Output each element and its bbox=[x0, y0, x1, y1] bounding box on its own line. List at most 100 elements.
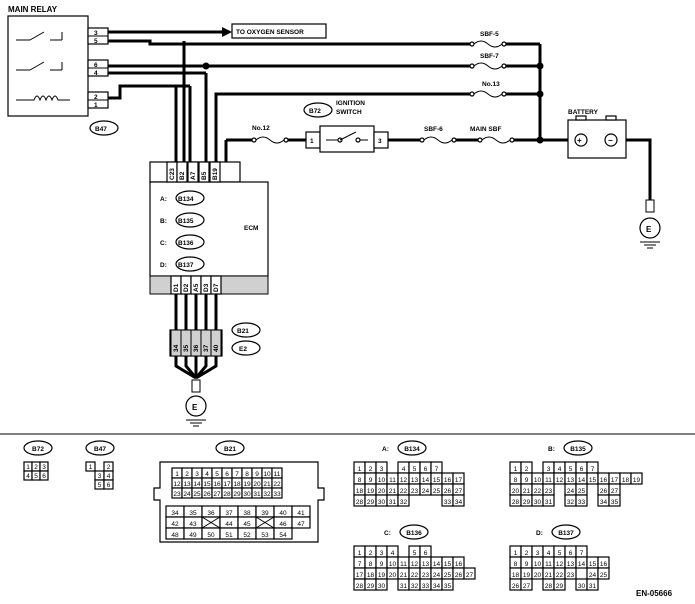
pin-number: 33 bbox=[273, 491, 281, 498]
ecm-bottom-pin-label: D3 bbox=[203, 283, 210, 292]
pin-number: 6 bbox=[569, 550, 573, 557]
pin-number: 13 bbox=[422, 561, 430, 568]
relay-connector-id: B47 bbox=[95, 126, 107, 133]
pin-number: 31 bbox=[400, 583, 408, 590]
ecm-connector-tag bbox=[175, 190, 205, 206]
pin-number: 28 bbox=[356, 499, 364, 506]
ecm-connector-tag bbox=[175, 212, 205, 228]
pin-number: 8 bbox=[514, 477, 518, 484]
pin-cell bbox=[463, 567, 476, 580]
pin-number: 21 bbox=[523, 488, 531, 495]
pin-number: 41 bbox=[297, 510, 305, 517]
pin-number: 13 bbox=[411, 477, 419, 484]
pin-number: 34 bbox=[433, 583, 441, 590]
pin-number: 10 bbox=[263, 471, 271, 478]
pin-number: 19 bbox=[633, 477, 641, 484]
ignition-pin-3: 3 bbox=[378, 138, 382, 145]
pin-number: 8 bbox=[358, 477, 362, 484]
pin-number: 3 bbox=[195, 471, 199, 478]
pin-number: 29 bbox=[367, 583, 375, 590]
pin-cell bbox=[630, 472, 643, 485]
legend-tag bbox=[551, 524, 581, 540]
legend-id: B47 bbox=[94, 446, 106, 453]
pin-number: 4 bbox=[402, 466, 406, 473]
pin-number: 13 bbox=[567, 561, 575, 568]
relay-pin-6: 6 bbox=[94, 62, 98, 69]
ground-pin-label: 34 bbox=[173, 344, 180, 352]
pin-number: 9 bbox=[525, 477, 529, 484]
legend-prefix: D: bbox=[536, 530, 543, 537]
pin-number: 35 bbox=[189, 510, 197, 517]
pin-number: 44 bbox=[225, 521, 233, 528]
pin-number: 12 bbox=[556, 561, 564, 568]
pin-number: 14 bbox=[193, 481, 201, 488]
legend-tag bbox=[23, 440, 53, 456]
pin-number: 9 bbox=[369, 477, 373, 484]
pin-number: 31 bbox=[389, 499, 397, 506]
ecm-label: ECM bbox=[244, 225, 258, 232]
pin-number: 4 bbox=[547, 550, 551, 557]
pin-number: 6 bbox=[424, 466, 428, 473]
pin-number: 26 bbox=[512, 583, 520, 590]
fuse-sbf6: SBF-6 bbox=[419, 126, 457, 144]
ecm-connector-prefix: A: bbox=[160, 196, 167, 203]
pin-number: 10 bbox=[378, 477, 386, 484]
pin-number: 6 bbox=[580, 466, 584, 473]
pin-number: 2 bbox=[525, 466, 529, 473]
main-relay: 3 5 6 4 2 1 bbox=[7, 15, 109, 117]
pin-cell bbox=[608, 494, 621, 507]
pin-number: 21 bbox=[389, 488, 397, 495]
pin-number: 15 bbox=[433, 477, 441, 484]
pin-number: 11 bbox=[545, 477, 552, 484]
legend-id: B136 bbox=[406, 530, 422, 537]
pin-number: 5 bbox=[34, 473, 38, 480]
pin-number: 1 bbox=[175, 471, 179, 478]
pin-cell bbox=[397, 494, 410, 507]
legend-tag bbox=[563, 440, 593, 456]
pin-number: 48 bbox=[171, 532, 179, 539]
pin-number: 20 bbox=[253, 481, 261, 488]
ecm-bottom-pin-label: D2 bbox=[183, 283, 190, 292]
pin-number: 43 bbox=[189, 521, 197, 528]
pin-number: 4 bbox=[391, 550, 395, 557]
pin-number: 4 bbox=[558, 466, 562, 473]
pin-number: 7 bbox=[591, 466, 595, 473]
pin-number: 3 bbox=[380, 466, 384, 473]
pin-cell bbox=[103, 479, 114, 490]
pin-number: 11 bbox=[400, 561, 407, 568]
legend-id: B72 bbox=[32, 446, 44, 453]
pin-number: 49 bbox=[189, 532, 197, 539]
relay-pin-5: 5 bbox=[94, 38, 98, 45]
pin-number: 24 bbox=[422, 488, 430, 495]
ground-pin-label: 35 bbox=[183, 344, 190, 352]
pin-number: 25 bbox=[444, 572, 452, 579]
ignition-pin-1: 1 bbox=[310, 138, 314, 145]
ecm-top-pin-label: A7 bbox=[190, 171, 197, 180]
relay-pin-1: 1 bbox=[94, 102, 98, 109]
pin-number: 40 bbox=[279, 510, 287, 517]
fuse-no13: No.13 bbox=[469, 81, 507, 98]
pin-number: 18 bbox=[367, 572, 375, 579]
pin-number: 46 bbox=[279, 521, 287, 528]
pin-number: 12 bbox=[173, 481, 181, 488]
pin-number: 18 bbox=[233, 481, 241, 488]
pin-number: 21 bbox=[263, 481, 271, 488]
pin-number: 5 bbox=[413, 466, 417, 473]
ecm-connector-prefix: D: bbox=[160, 262, 167, 269]
pin-number: 4 bbox=[205, 471, 209, 478]
pin-number: 11 bbox=[274, 471, 281, 478]
pin-number: 12 bbox=[411, 561, 419, 568]
pin-number: 8 bbox=[514, 561, 518, 568]
pin-number: 7 bbox=[235, 471, 239, 478]
pin-number: 19 bbox=[243, 481, 251, 488]
pin-number: 15 bbox=[203, 481, 211, 488]
pin-number: 24 bbox=[589, 572, 597, 579]
pin-number: 50 bbox=[207, 532, 215, 539]
main-relay-title: MAIN RELAY bbox=[8, 5, 58, 14]
pin-cell bbox=[291, 516, 311, 529]
pin-number: 29 bbox=[556, 583, 564, 590]
pin-number: 45 bbox=[243, 521, 251, 528]
pin-number: 30 bbox=[243, 491, 251, 498]
relay-pin-3: 3 bbox=[94, 30, 98, 37]
pin-cell bbox=[39, 470, 49, 481]
